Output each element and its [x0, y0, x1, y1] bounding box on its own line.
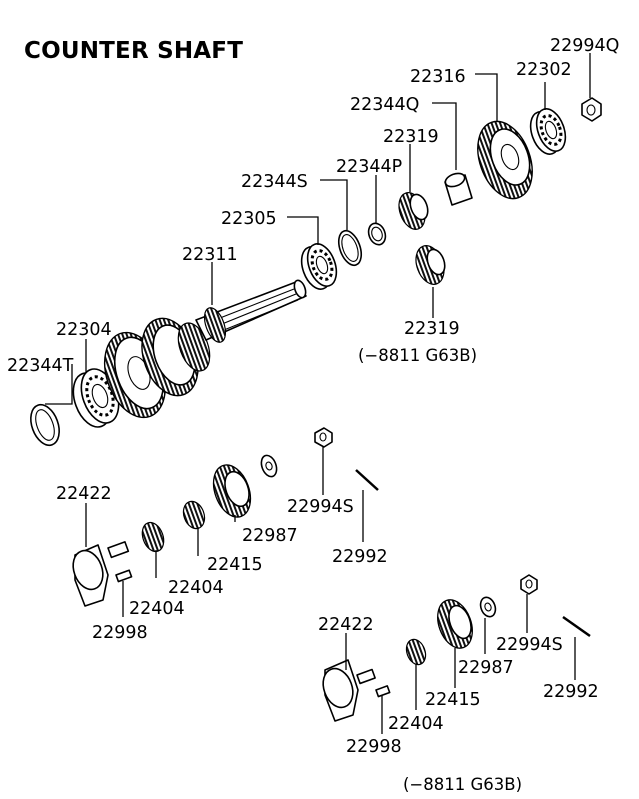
needle-bearing-22404-b	[182, 500, 206, 530]
note-serial-range-lower: (−8811 G63B)	[403, 775, 522, 794]
label-22998-b: 22998	[346, 737, 402, 757]
nut-22994S-b	[520, 574, 538, 595]
bearing-22305	[300, 243, 338, 290]
needle-bearing-22404-a	[141, 521, 165, 553]
bolt-22998-a	[115, 569, 133, 583]
label-22404-a: 22404	[168, 578, 224, 598]
gear-22316	[477, 120, 533, 200]
label-22994Q: 22994Q	[550, 36, 619, 56]
gear-22319-lower	[415, 245, 446, 285]
label-22994S-b: 22994S	[496, 635, 563, 655]
label-22319-lower: 22319	[404, 319, 460, 339]
label-22404-c: 22404	[388, 714, 444, 734]
bearing-22304	[72, 368, 120, 428]
nut-22994Q	[581, 97, 602, 122]
label-22316: 22316	[410, 67, 466, 87]
label-22998-a: 22998	[92, 623, 148, 643]
gear-22319-upper	[398, 192, 429, 230]
label-22319-upper: 22319	[383, 127, 439, 147]
note-serial-range-upper: (−8811 G63B)	[358, 346, 477, 365]
idler-gear-22415-b	[437, 599, 473, 649]
label-22305: 22305	[221, 209, 277, 229]
label-22344T: 22344T	[7, 356, 74, 376]
collar-22344Q	[444, 172, 473, 206]
idler-shaft-22422-b	[322, 659, 376, 722]
counter-shaft-22311	[195, 279, 307, 343]
label-22422-b: 22422	[318, 615, 374, 635]
label-22415-b: 22415	[425, 690, 481, 710]
cotter-pin-22992-a	[355, 469, 379, 491]
label-22992-a: 22992	[332, 547, 388, 567]
idler-gear-22415-a	[212, 464, 252, 518]
label-22304: 22304	[56, 320, 112, 340]
label-22415-a: 22415	[207, 555, 263, 575]
cotter-pin-22992-b	[562, 615, 591, 638]
label-22344P: 22344P	[336, 157, 402, 177]
snap-ring-22344T	[30, 403, 60, 447]
ring-22344P	[367, 222, 387, 246]
label-22987-a: 22987	[242, 526, 298, 546]
needle-bearing-22404-c	[405, 638, 427, 666]
snap-ring-22344S	[337, 229, 363, 267]
label-22992-b: 22992	[543, 682, 599, 702]
bolt-22998-b	[375, 685, 391, 698]
leader-lines	[45, 53, 591, 734]
diagram-title: COUNTER SHAFT	[24, 38, 244, 64]
nut-22994S-a	[314, 427, 333, 448]
washer-22987-a	[260, 454, 278, 478]
label-22404-b: 22404	[129, 599, 185, 619]
label-22344Q: 22344Q	[350, 95, 419, 115]
label-22311: 22311	[182, 245, 238, 265]
label-22422-a: 22422	[56, 484, 112, 504]
label-22302: 22302	[516, 60, 572, 80]
counter-gear-cluster	[103, 317, 211, 419]
label-22344S: 22344S	[241, 172, 308, 192]
washer-22987-b	[479, 596, 497, 618]
idler-shaft-22422-a	[72, 541, 130, 607]
label-22987-b: 22987	[458, 658, 514, 678]
label-22994S-a: 22994S	[287, 497, 354, 517]
bearing-22302	[529, 108, 567, 155]
